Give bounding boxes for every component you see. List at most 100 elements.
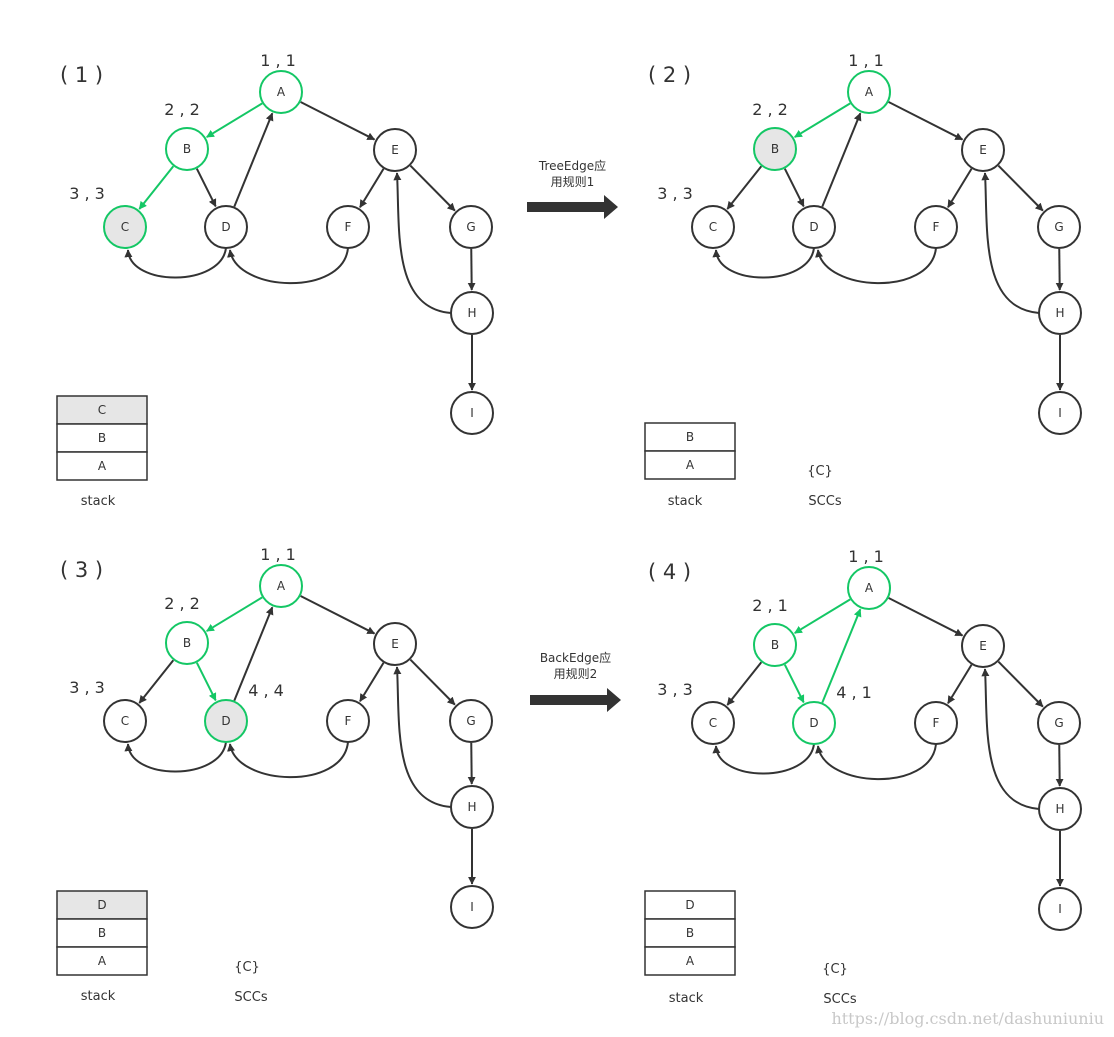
node-g xyxy=(1037,701,1081,745)
stack-cell-label: C xyxy=(98,403,106,417)
node-label: G xyxy=(466,220,475,234)
transition-label-line2: 用规则2 xyxy=(554,666,598,681)
panel-label: ( 3 ) xyxy=(60,558,103,582)
node-h xyxy=(1038,787,1082,831)
node-c xyxy=(103,699,147,743)
edge-a-b xyxy=(205,596,263,632)
node-a xyxy=(847,70,891,114)
stack-cell xyxy=(56,395,148,425)
transition-label-line2: 用规则1 xyxy=(551,174,595,189)
annotation-c: 3 , 3 xyxy=(657,680,693,699)
stack-label: stack xyxy=(668,494,703,509)
edge-e-g xyxy=(997,660,1044,708)
node-label: H xyxy=(1055,802,1064,816)
node-label: E xyxy=(979,639,987,653)
annotation-c: 3 , 3 xyxy=(69,184,105,203)
node-i xyxy=(1038,887,1082,931)
node-label: E xyxy=(391,143,399,157)
edge-e-g xyxy=(409,658,456,706)
sccs-label: SCCs xyxy=(234,990,267,1005)
node-label: A xyxy=(277,579,286,593)
stack-cell-label: A xyxy=(686,458,695,472)
edge-f-d xyxy=(815,247,937,285)
node-label: E xyxy=(979,143,987,157)
node-e xyxy=(373,622,417,666)
stack-cell xyxy=(644,890,736,920)
edge-a-e xyxy=(300,101,376,141)
panel-label: ( 2 ) xyxy=(648,63,691,87)
node-label: B xyxy=(183,636,191,650)
edge-d-c xyxy=(712,743,815,775)
node-g xyxy=(1037,205,1081,249)
node-h xyxy=(450,785,494,829)
node-d xyxy=(204,699,248,743)
node-b xyxy=(753,127,797,171)
node-label: H xyxy=(467,800,476,814)
node-label: G xyxy=(1054,220,1063,234)
node-label: F xyxy=(345,714,352,728)
edge-d-a xyxy=(821,112,862,208)
node-label: D xyxy=(809,716,818,730)
stack-label: stack xyxy=(81,989,116,1004)
node-g xyxy=(449,699,493,743)
node-label: I xyxy=(1058,902,1062,916)
annotation-b: 2 , 2 xyxy=(164,594,200,613)
node-label: I xyxy=(470,406,474,420)
node-label: B xyxy=(771,638,779,652)
stack-cell-label: A xyxy=(98,954,107,968)
stack-cell-label: B xyxy=(686,926,694,940)
edge-a-e xyxy=(300,595,376,635)
panel-label: ( 4 ) xyxy=(648,560,691,584)
stack-cell-label: A xyxy=(98,459,107,473)
stack-label: stack xyxy=(669,991,704,1006)
edge-f-d xyxy=(815,743,937,781)
sccs-set: {C} xyxy=(822,962,848,977)
node-c xyxy=(691,701,735,745)
stack-cell-label: D xyxy=(685,898,694,912)
node-label: I xyxy=(1058,406,1062,420)
node-d xyxy=(792,701,836,745)
node-f xyxy=(914,701,958,745)
node-a xyxy=(847,566,891,610)
edge-b-d xyxy=(195,168,217,208)
annotation-b: 2 , 2 xyxy=(164,100,200,119)
edge-d-a xyxy=(821,608,862,704)
node-g xyxy=(449,205,493,249)
edge-a-b xyxy=(793,102,851,138)
edge-d-a xyxy=(233,606,274,702)
edge-b-c xyxy=(138,165,175,210)
stack-cell-label: D xyxy=(97,898,106,912)
stack-cell xyxy=(56,946,148,976)
node-label: F xyxy=(345,220,352,234)
edge-f-d xyxy=(227,247,349,285)
edge-e-f xyxy=(359,168,385,209)
node-label: B xyxy=(771,142,779,156)
edge-b-d xyxy=(783,168,805,208)
node-h xyxy=(450,291,494,335)
node-f xyxy=(914,205,958,249)
node-label: F xyxy=(933,716,940,730)
node-b xyxy=(165,127,209,171)
right-arrow-icon xyxy=(527,195,618,219)
node-label: F xyxy=(933,220,940,234)
annotation-d: 4 , 1 xyxy=(836,683,872,702)
stack-cell-label: B xyxy=(98,926,106,940)
right-arrow-icon xyxy=(530,688,621,712)
node-label: G xyxy=(1054,716,1063,730)
sccs-label: SCCs xyxy=(808,494,841,509)
stack-cell xyxy=(644,450,736,480)
node-d xyxy=(204,205,248,249)
node-c xyxy=(691,205,735,249)
node-label: C xyxy=(709,220,717,234)
node-d xyxy=(792,205,836,249)
node-label: I xyxy=(470,900,474,914)
node-f xyxy=(326,205,370,249)
node-label: G xyxy=(466,714,475,728)
edge-e-f xyxy=(947,664,973,705)
edge-h-e xyxy=(393,172,452,314)
node-a xyxy=(259,564,303,608)
sccs-label: SCCs xyxy=(823,992,856,1007)
